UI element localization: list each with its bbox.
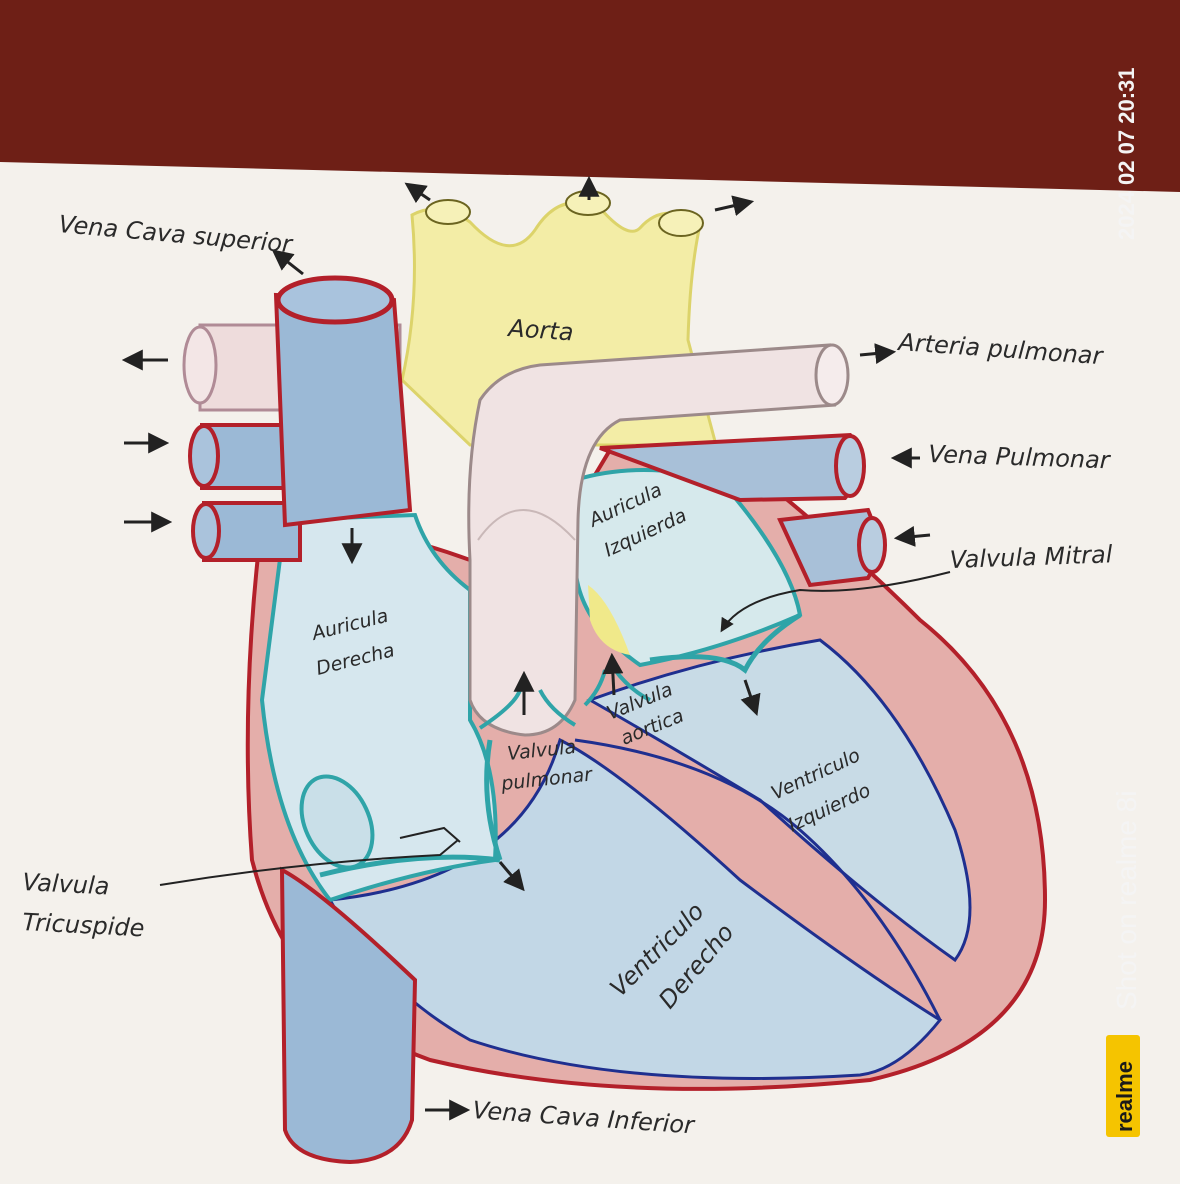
superior-vena-cava (276, 295, 410, 525)
label-aorta: Aorta (506, 314, 575, 347)
label-valvula-tricuspide-1: Valvula (22, 868, 110, 901)
watermark-brand: realme (1112, 1061, 1137, 1132)
vessel-opening (184, 327, 216, 403)
pulmonary-vein-opening (859, 518, 885, 572)
vessel-opening (190, 426, 218, 486)
pulmonary-vein-opening (836, 436, 864, 496)
aorta-branch-opening (426, 200, 470, 224)
watermark-shot-on: Shot on realme 8i (1111, 791, 1142, 1010)
aorta-branch-opening (659, 210, 703, 236)
label-valvula-mitral: Valvula Mitral (949, 540, 1113, 574)
pulmonary-artery-opening (816, 345, 848, 405)
arrow-icon (612, 657, 614, 695)
vessel-opening (193, 504, 219, 558)
superior-vena-cava-opening (278, 278, 392, 322)
watermark-timestamp: 2024 02 07 20:31 (1114, 68, 1139, 241)
